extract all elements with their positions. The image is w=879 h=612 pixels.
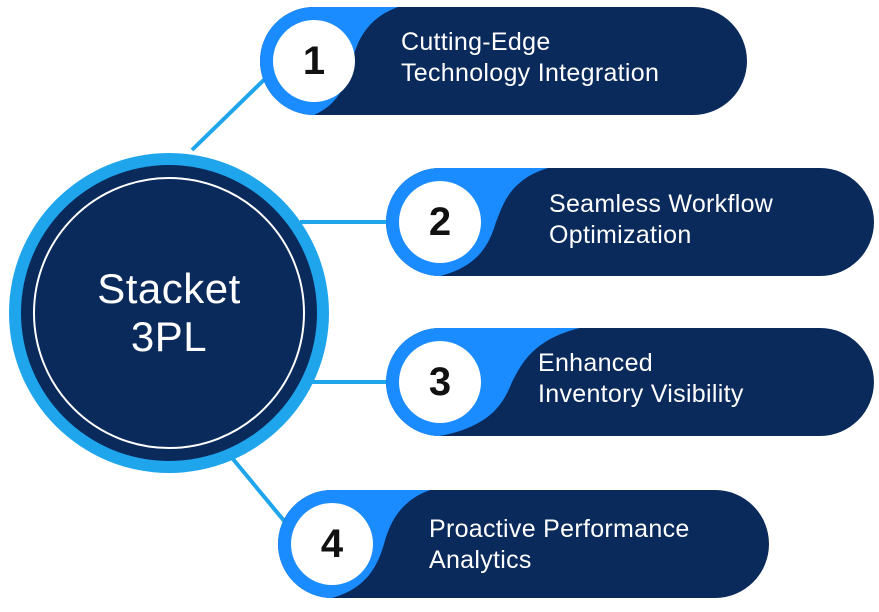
item-number-1: 1 [302,38,326,83]
item-pill-2 [386,168,874,276]
center-label: Stacket 3PL [34,178,304,448]
item-number-2: 2 [428,199,452,244]
item-label-3: Enhanced Inventory Visibility [538,348,744,410]
center-navy-disc [21,165,317,461]
item-label-1: Cutting-Edge Technology Integration [401,27,659,89]
item-label-3-line2: Inventory Visibility [538,380,744,408]
center-inner-ring [33,177,305,449]
item-number-4: 4 [320,521,344,566]
pill-background-4 [278,490,769,598]
item-pill-1 [260,7,747,115]
number-circle-2 [399,181,481,263]
center-label-line2: 3PL [130,313,208,360]
item-pill-3 [386,328,874,436]
pill-background-1 [260,7,747,115]
number-circle-4 [291,503,373,585]
center-label-line1: Stacket [97,265,241,312]
item-label-4-line1: Proactive Performance [429,515,690,543]
item-label-4-line2: Analytics [429,546,532,574]
connector-line-4 [226,451,292,530]
connector-line-1 [190,70,274,152]
number-circle-3 [399,341,481,423]
item-pill-4 [278,490,769,598]
item-label-1-line1: Cutting-Edge [401,28,551,56]
number-circle-1 [273,20,355,102]
item-label-4: Proactive Performance Analytics [429,514,690,576]
item-label-2: Seamless Workflow Optimization [549,189,773,251]
item-label-3-line1: Enhanced [538,349,653,377]
center-hub [9,153,329,473]
item-number-3: 3 [428,359,452,404]
item-label-1-line2: Technology Integration [401,59,660,87]
item-label-2-line1: Seamless Workflow [549,190,774,218]
item-label-2-line2: Optimization [549,221,692,249]
